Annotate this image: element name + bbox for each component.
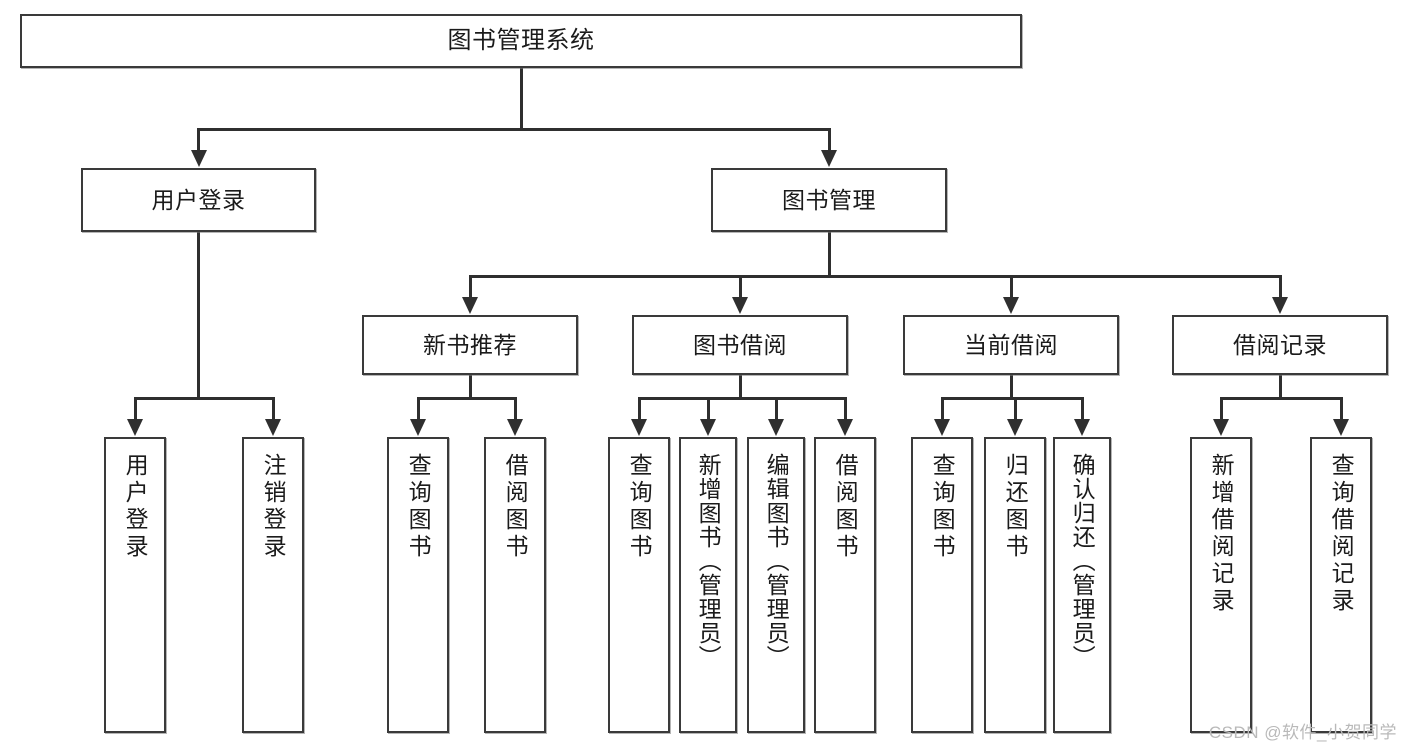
connector-stem-bookmgmt <box>827 232 831 275</box>
node-records[interactable]: 借阅记录 <box>1172 315 1388 375</box>
connector-drop-borrow <box>738 275 742 298</box>
node-leaf-query-cur[interactable]: 查询图书 <box>911 437 973 733</box>
connector-arrow-leaf-borrow-bk <box>837 419 853 436</box>
node-label: 确认归还（管理员） <box>1069 453 1096 669</box>
node-label: 新增图书（管理员） <box>695 453 722 669</box>
node-leaf-query-new[interactable]: 查询图书 <box>387 437 449 733</box>
connector-arrow-bookmgmt <box>821 150 837 167</box>
node-leaf-edit-bk[interactable]: 编辑图书（管理员） <box>747 437 805 733</box>
node-leaf-add-rec[interactable]: 新增借阅记录 <box>1190 437 1252 733</box>
node-label: 图书借阅 <box>693 331 787 358</box>
node-leaf-return[interactable]: 归还图书 <box>984 437 1046 733</box>
connector-stem-root <box>519 68 523 128</box>
connector-drop-leaf-query-new <box>416 397 420 420</box>
connector-drop-leaf-confirm <box>1080 397 1084 420</box>
node-label: 用户登录 <box>151 186 246 213</box>
connector-arrow-leaf-logout <box>265 419 281 436</box>
connector-arrow-leaf-query-rec <box>1333 419 1349 436</box>
connector-drop-leaf-logout <box>271 397 275 420</box>
connector-drop-bookmgmt <box>827 128 831 151</box>
connector-drop-current <box>1009 275 1013 298</box>
node-label: 查询图书 <box>626 453 653 561</box>
node-root[interactable]: 图书管理系统 <box>20 14 1022 68</box>
node-leaf-borrow-new[interactable]: 借阅图书 <box>484 437 546 733</box>
node-leaf-borrow-bk[interactable]: 借阅图书 <box>814 437 876 733</box>
connector-arrow-leaf-query-bk <box>631 419 647 436</box>
node-label: 借阅图书 <box>832 453 859 561</box>
node-newbooks[interactable]: 新书推荐 <box>362 315 578 375</box>
connector-drop-records <box>1278 275 1282 298</box>
node-label: 借阅记录 <box>1233 331 1327 358</box>
connector-bus-records <box>1219 397 1343 400</box>
connector-drop-leaf-query-rec <box>1339 397 1343 420</box>
node-label: 查询图书 <box>405 453 432 561</box>
connector-bus-login <box>133 397 275 400</box>
connector-bus-bookmgmt <box>468 275 1282 278</box>
connector-drop-leaf-login <box>133 397 137 420</box>
node-label: 当前借阅 <box>964 331 1058 358</box>
connector-stem-borrow <box>738 375 742 397</box>
connector-arrow-leaf-query-cur <box>934 419 950 436</box>
node-leaf-confirm[interactable]: 确认归还（管理员） <box>1053 437 1111 733</box>
connector-drop-leaf-query-bk <box>637 397 641 420</box>
node-bookmgmt[interactable]: 图书管理 <box>711 168 947 232</box>
connector-arrow-records <box>1272 297 1288 314</box>
node-leaf-query-rec[interactable]: 查询借阅记录 <box>1310 437 1372 733</box>
connector-arrow-leaf-borrow-new <box>507 419 523 436</box>
node-label: 注销登录 <box>260 453 287 561</box>
connector-drop-leaf-query-cur <box>940 397 944 420</box>
connector-stem-records <box>1278 375 1282 397</box>
connector-arrow-current <box>1003 297 1019 314</box>
connector-bus-borrow <box>637 397 847 400</box>
connector-arrow-leaf-add-bk <box>700 419 716 436</box>
connector-stem-newbooks <box>468 375 472 397</box>
node-label: 归还图书 <box>1002 453 1029 561</box>
connector-drop-leaf-return <box>1013 397 1017 420</box>
node-leaf-login[interactable]: 用户登录 <box>104 437 166 733</box>
node-label: 编辑图书（管理员） <box>763 453 790 669</box>
node-leaf-query-bk[interactable]: 查询图书 <box>608 437 670 733</box>
node-leaf-logout[interactable]: 注销登录 <box>242 437 304 733</box>
connector-drop-leaf-borrow-new <box>513 397 517 420</box>
connector-stem-login <box>197 232 200 397</box>
node-label: 新书推荐 <box>423 331 517 358</box>
connector-arrow-leaf-query-new <box>410 419 426 436</box>
node-label: 用户登录 <box>122 453 149 561</box>
connector-arrow-leaf-edit-bk <box>768 419 784 436</box>
node-label: 借阅图书 <box>502 453 529 561</box>
connector-drop-newbooks <box>468 275 472 298</box>
connector-drop-leaf-add-bk <box>706 397 710 420</box>
connector-arrow-leaf-confirm <box>1074 419 1090 436</box>
connector-arrow-login <box>190 150 207 167</box>
connector-drop-leaf-add-rec <box>1219 397 1223 420</box>
connector-bus-current <box>940 397 1084 400</box>
connector-arrow-leaf-return <box>1007 419 1023 436</box>
connector-bus-newbooks <box>416 397 517 400</box>
node-current[interactable]: 当前借阅 <box>903 315 1119 375</box>
connector-drop-leaf-borrow-bk <box>843 397 847 420</box>
node-leaf-add-bk[interactable]: 新增图书（管理员） <box>679 437 737 733</box>
connector-drop-leaf-edit-bk <box>774 397 778 420</box>
node-label: 图书管理 <box>782 186 876 213</box>
connector-arrow-leaf-login <box>127 419 143 436</box>
connector-bus-root <box>197 128 831 131</box>
node-label: 图书管理系统 <box>447 27 595 55</box>
node-label: 查询借阅记录 <box>1328 453 1355 615</box>
connector-stem-current <box>1009 375 1013 397</box>
connector-arrow-newbooks <box>462 297 478 314</box>
connector-arrow-borrow <box>732 297 748 314</box>
node-login[interactable]: 用户登录 <box>81 168 316 232</box>
node-label: 查询图书 <box>929 453 956 561</box>
node-borrow[interactable]: 图书借阅 <box>632 315 848 375</box>
connector-drop-login <box>197 128 200 151</box>
node-label: 新增借阅记录 <box>1208 453 1235 615</box>
connector-arrow-leaf-add-rec <box>1213 419 1229 436</box>
